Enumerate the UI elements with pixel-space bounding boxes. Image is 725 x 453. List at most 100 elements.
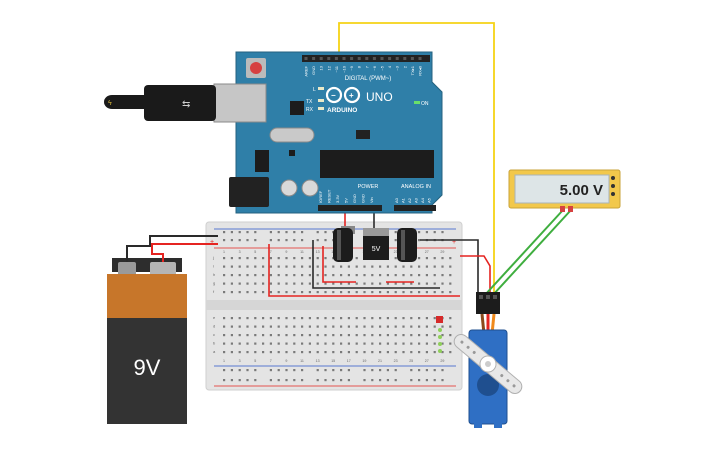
terminal-hole[interactable]	[386, 265, 389, 268]
terminal-hole[interactable]	[269, 325, 272, 328]
terminal-hole[interactable]	[293, 257, 296, 260]
terminal-hole[interactable]	[425, 325, 428, 328]
terminal-hole[interactable]	[418, 334, 421, 337]
terminal-hole[interactable]	[316, 351, 319, 354]
terminal-hole[interactable]	[379, 334, 382, 337]
terminal-hole[interactable]	[355, 334, 358, 337]
terminal-hole[interactable]	[394, 274, 397, 277]
terminal-hole[interactable]	[324, 351, 327, 354]
rail-hole[interactable]	[441, 369, 444, 372]
terminal-hole[interactable]	[347, 291, 350, 294]
terminal-hole[interactable]	[332, 351, 335, 354]
terminal-hole[interactable]	[230, 334, 233, 337]
wire-black-servo-gnd[interactable]	[420, 239, 479, 297]
terminal-hole[interactable]	[316, 274, 319, 277]
terminal-hole[interactable]	[363, 282, 366, 285]
rail-hole[interactable]	[285, 369, 288, 372]
terminal-hole[interactable]	[269, 257, 272, 260]
terminal-hole[interactable]	[308, 334, 311, 337]
rail-hole[interactable]	[293, 369, 296, 372]
rail-hole[interactable]	[238, 239, 241, 242]
rail-hole[interactable]	[277, 239, 280, 242]
rail-hole[interactable]	[332, 379, 335, 382]
terminal-hole[interactable]	[425, 291, 428, 294]
terminal-hole[interactable]	[410, 351, 413, 354]
terminal-hole[interactable]	[394, 334, 397, 337]
terminal-hole[interactable]	[254, 274, 257, 277]
terminal-hole[interactable]	[402, 274, 405, 277]
dc-power-jack[interactable]	[229, 177, 269, 207]
terminal-hole[interactable]	[332, 325, 335, 328]
terminal-hole[interactable]	[301, 257, 304, 260]
terminal-hole[interactable]	[355, 274, 358, 277]
terminal-hole[interactable]	[230, 257, 233, 260]
wire-red-servo-power[interactable]	[460, 255, 491, 297]
terminal-hole[interactable]	[301, 351, 304, 354]
digital-pin-hole[interactable]	[418, 57, 422, 60]
wire-battery-positive[interactable]	[151, 243, 218, 262]
terminal-hole[interactable]	[340, 274, 343, 277]
terminal-hole[interactable]	[363, 265, 366, 268]
rail-hole[interactable]	[277, 369, 280, 372]
terminal-hole[interactable]	[340, 334, 343, 337]
terminal-hole[interactable]	[285, 257, 288, 260]
terminal-hole[interactable]	[254, 334, 257, 337]
terminal-hole[interactable]	[316, 282, 319, 285]
terminal-hole[interactable]	[418, 265, 421, 268]
rail-hole[interactable]	[410, 369, 413, 372]
terminal-hole[interactable]	[425, 334, 428, 337]
terminal-hole[interactable]	[262, 351, 265, 354]
terminal-hole[interactable]	[262, 274, 265, 277]
terminal-hole[interactable]	[285, 325, 288, 328]
rail-hole[interactable]	[301, 239, 304, 242]
terminal-hole[interactable]	[340, 342, 343, 345]
terminal-hole[interactable]	[394, 342, 397, 345]
terminal-hole[interactable]	[418, 342, 421, 345]
rail-hole[interactable]	[394, 239, 397, 242]
terminal-hole[interactable]	[262, 334, 265, 337]
terminal-hole[interactable]	[246, 274, 249, 277]
terminal-hole[interactable]	[230, 282, 233, 285]
terminal-hole[interactable]	[379, 274, 382, 277]
terminal-hole[interactable]	[262, 317, 265, 320]
terminal-hole[interactable]	[223, 325, 226, 328]
power-header[interactable]	[318, 205, 382, 211]
terminal-hole[interactable]	[308, 342, 311, 345]
terminal-hole[interactable]	[308, 257, 311, 260]
terminal-hole[interactable]	[324, 342, 327, 345]
terminal-hole[interactable]	[394, 257, 397, 260]
rail-hole[interactable]	[316, 379, 319, 382]
terminal-hole[interactable]	[301, 265, 304, 268]
terminal-hole[interactable]	[363, 274, 366, 277]
terminal-hole[interactable]	[347, 342, 350, 345]
terminal-hole[interactable]	[441, 342, 444, 345]
terminal-hole[interactable]	[394, 317, 397, 320]
rail-hole[interactable]	[332, 369, 335, 372]
terminal-hole[interactable]	[347, 351, 350, 354]
terminal-hole[interactable]	[402, 282, 405, 285]
terminal-hole[interactable]	[433, 282, 436, 285]
rail-hole[interactable]	[301, 379, 304, 382]
terminal-hole[interactable]	[347, 274, 350, 277]
terminal-hole[interactable]	[410, 342, 413, 345]
rail-hole[interactable]	[418, 369, 421, 372]
rail-hole[interactable]	[223, 369, 226, 372]
terminal-hole[interactable]	[433, 291, 436, 294]
terminal-hole[interactable]	[379, 325, 382, 328]
terminal-hole[interactable]	[254, 317, 257, 320]
rail-hole[interactable]	[379, 379, 382, 382]
terminal-hole[interactable]	[254, 291, 257, 294]
terminal-hole[interactable]	[441, 282, 444, 285]
terminal-hole[interactable]	[277, 274, 280, 277]
terminal-hole[interactable]	[410, 334, 413, 337]
terminal-hole[interactable]	[433, 342, 436, 345]
terminal-hole[interactable]	[285, 342, 288, 345]
terminal-hole[interactable]	[449, 325, 452, 328]
rail-hole[interactable]	[347, 379, 350, 382]
rail-hole[interactable]	[230, 231, 233, 234]
rail-hole[interactable]	[254, 231, 257, 234]
terminal-hole[interactable]	[277, 257, 280, 260]
terminal-hole[interactable]	[316, 334, 319, 337]
terminal-hole[interactable]	[449, 265, 452, 268]
